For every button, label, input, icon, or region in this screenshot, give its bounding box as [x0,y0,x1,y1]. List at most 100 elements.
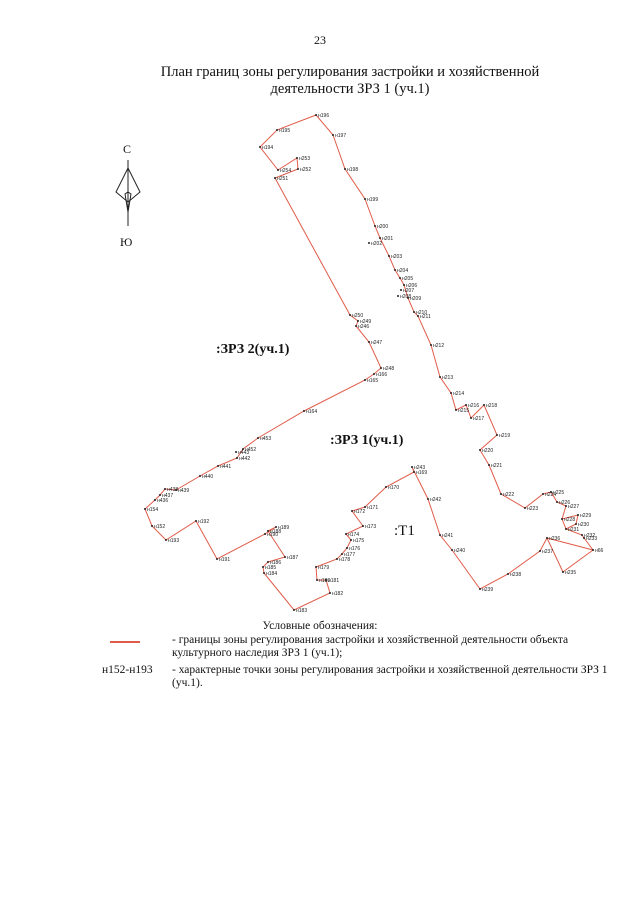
point-label: н438 [167,487,178,493]
point-label: н248 [383,366,394,372]
point-label: н164 [306,409,317,415]
point-marker [151,525,153,527]
point-marker [592,549,594,551]
point-marker [524,507,526,509]
point-marker [417,315,419,317]
point-marker [297,168,299,170]
point-marker [496,434,498,436]
point-marker [175,489,177,491]
point-marker [144,508,146,510]
point-label: н174 [348,532,359,538]
point-label: н205 [402,276,413,282]
point-marker [399,277,401,279]
point-label: н190 [267,532,278,538]
point-label: н224 [545,492,556,498]
point-marker [397,295,399,297]
point-label: н240 [454,548,465,554]
zone-label-zrz2: :ЗРЗ 2(уч.1) [216,342,290,357]
point-marker [276,129,278,131]
zone-label-zrz1: :ЗРЗ 1(уч.1) [330,433,404,448]
zone-label-t1: :Т1 [394,523,415,539]
point-marker [259,146,261,148]
point-marker [303,410,305,412]
point-label: н211 [420,314,431,320]
point-label: н209 [410,296,421,302]
point-label: н193 [168,538,179,544]
point-marker [488,464,490,466]
point-label: н176 [349,546,360,552]
point-marker [374,225,376,227]
point-marker [539,550,541,552]
point-marker [199,475,201,477]
boundary-segment [575,514,579,525]
point-label: н442 [239,456,250,462]
point-label: н440 [202,474,213,480]
point-label: н188 [270,529,281,535]
point-label: н214 [453,391,464,397]
point-marker [556,501,558,503]
zone-boundary [144,114,595,611]
point-marker [350,539,352,541]
point-label: н66 [595,548,604,554]
point-marker [362,525,364,527]
point-marker [465,404,467,406]
point-marker [336,558,338,560]
point-marker [217,465,219,467]
point-marker [450,392,452,394]
compass-north-label: С [123,142,131,156]
point-marker [368,341,370,343]
point-label: н186 [270,560,281,566]
point-label: н239 [482,587,493,593]
point-label: н202 [371,241,382,247]
point-marker [542,493,544,495]
point-marker [345,533,347,535]
boundary-segment [565,523,577,530]
point-label: н232 [584,533,595,539]
point-marker [315,566,317,568]
point-marker [235,451,237,453]
point-label: н452 [245,447,256,453]
point-label: н187 [287,555,298,561]
point-label: н441 [220,464,231,470]
point-label: н213 [442,375,453,381]
point-label: н243 [414,465,425,471]
point-label: н226 [559,500,570,506]
point-label: н177 [344,552,355,558]
point-label: н208 [400,294,411,300]
point-label: н215 [458,408,469,414]
point-label: н206 [406,283,417,289]
point-label: н221 [491,463,502,469]
point-marker [351,510,353,512]
point-label: н236 [549,536,560,542]
point-label: н192 [198,519,209,525]
point-marker [427,498,429,500]
point-marker [403,284,405,286]
title-line-2: деятельности ЗРЗ 1 (уч.1) [270,81,430,97]
point-label: н178 [339,557,350,563]
point-label: н201 [382,236,393,242]
compass-rose-icon: С Ю [115,142,141,249]
point-label: н152 [154,524,165,530]
point-marker [277,169,279,171]
point-marker [236,457,238,459]
boundary-segment [561,514,579,520]
point-label: н225 [553,490,564,496]
point-marker [216,558,218,560]
point-marker [164,488,166,490]
point-marker [379,237,381,239]
point-label: н173 [365,524,376,530]
legend-points-text: - характерные точки зоны регулирования з… [172,664,608,689]
point-marker [562,571,564,573]
legend-boundary-swatch [110,641,140,643]
point-marker [296,157,298,159]
point-label: н199 [367,197,378,203]
point-label: н439 [178,488,189,494]
point-label: н453 [260,436,271,442]
point-marker [561,518,563,520]
point-label: н217 [473,416,484,422]
point-label: н227 [568,504,579,510]
point-marker [344,168,346,170]
characteristic-points: н196н197н195н194н198н199н200н201н202н203… [144,113,604,614]
point-label: н169 [416,470,427,476]
point-label: н154 [147,507,158,513]
